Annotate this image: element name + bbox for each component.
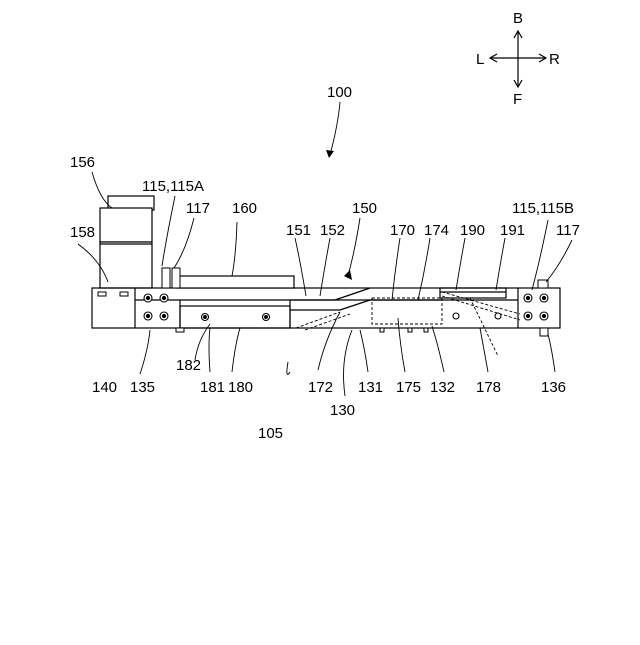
label-151: 151 xyxy=(286,222,311,239)
label-182: 182 xyxy=(176,357,201,374)
compass-rose xyxy=(490,31,546,87)
dashed-lines xyxy=(296,292,520,356)
compass-label-left: L xyxy=(476,51,484,68)
ramp-track xyxy=(290,288,442,310)
label-178: 178 xyxy=(476,379,501,396)
label-158: 158 xyxy=(70,224,95,241)
label-190: 190 xyxy=(460,222,485,239)
compass-label-down: F xyxy=(513,91,522,108)
label-175: 175 xyxy=(396,379,421,396)
label-117-right: 117 xyxy=(556,222,580,239)
label-136: 136 xyxy=(541,379,566,396)
label-170: 170 xyxy=(390,222,415,239)
label-115-115a: 115,115A xyxy=(142,178,204,195)
label-172: 172 xyxy=(308,379,333,396)
label-191: 191 xyxy=(500,222,525,239)
label-140: 140 xyxy=(92,379,117,396)
motor-156 xyxy=(100,196,154,288)
component-160 xyxy=(176,276,294,288)
label-117-left: 117 xyxy=(186,200,210,217)
label-131: 131 xyxy=(358,379,383,396)
label-181: 181 xyxy=(200,379,225,396)
label-152: 152 xyxy=(320,222,345,239)
label-100: 100 xyxy=(327,84,352,101)
label-156: 156 xyxy=(70,154,95,171)
label-115-115b: 115,115B xyxy=(512,200,574,217)
arrow-head-150 xyxy=(344,270,352,280)
compass-label-right: R xyxy=(549,51,560,68)
label-130: 130 xyxy=(330,402,355,419)
compass-label-up: B xyxy=(513,10,523,27)
label-174: 174 xyxy=(424,222,449,239)
arrow-head-100 xyxy=(326,150,334,158)
label-180: 180 xyxy=(228,379,253,396)
bolts-left xyxy=(144,294,270,321)
label-105: 105 xyxy=(258,425,283,442)
label-150: 150 xyxy=(352,200,377,217)
label-160: 160 xyxy=(232,200,257,217)
label-132: 132 xyxy=(430,379,455,396)
label-135: 135 xyxy=(130,379,155,396)
component-180 xyxy=(180,306,290,328)
